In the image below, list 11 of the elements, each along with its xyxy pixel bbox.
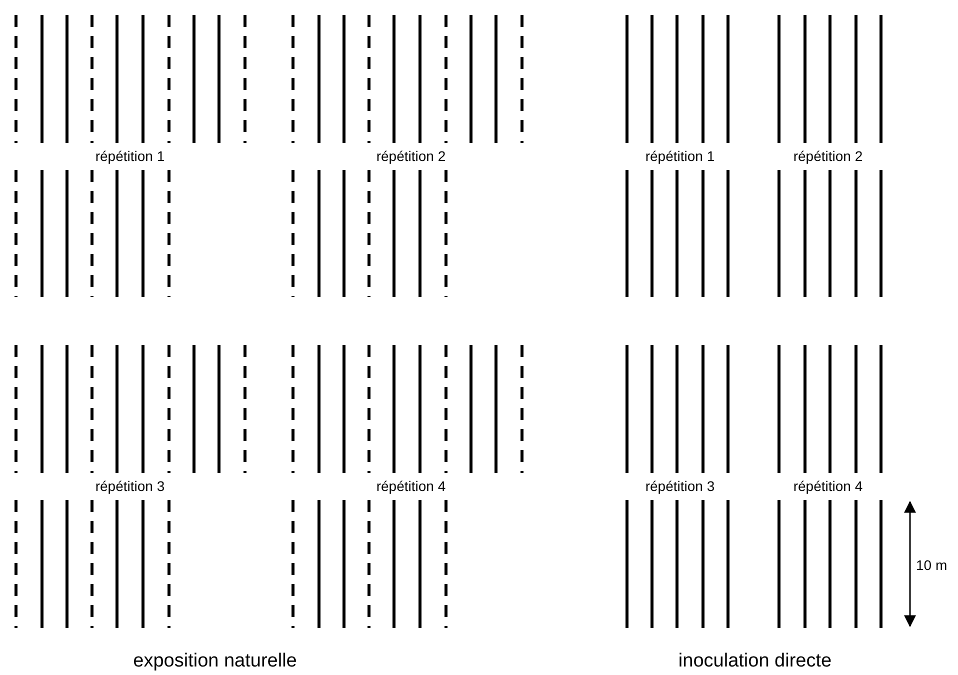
treatment-caption: exposition naturelle	[133, 652, 297, 670]
treatment-caption: inoculation directe	[678, 652, 832, 670]
plot-label: répétition 2	[793, 149, 863, 163]
plot-label: répétition 1	[95, 149, 165, 163]
dimension-label: 10 m	[916, 558, 948, 572]
plot-label: répétition 4	[376, 479, 446, 493]
plot-label: répétition 3	[645, 479, 715, 493]
plot-label: répétition 1	[645, 149, 715, 163]
plot-label: répétition 4	[793, 479, 863, 493]
plot-label: répétition 2	[376, 149, 446, 163]
plot-label: répétition 3	[95, 479, 165, 493]
